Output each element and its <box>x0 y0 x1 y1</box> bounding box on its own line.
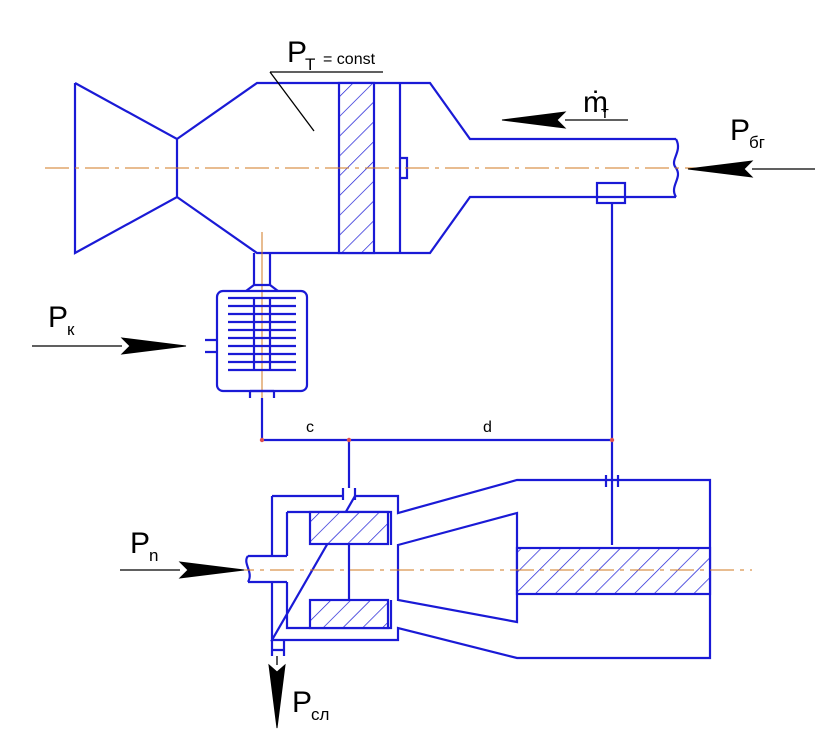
orifice-d <box>604 475 620 487</box>
valve-inlet <box>248 554 287 584</box>
label-d: d <box>483 419 492 436</box>
pbg-arrowhead <box>687 160 754 178</box>
bellows-neck <box>252 253 272 285</box>
pk-arrowhead <box>120 337 187 355</box>
pt-sub: T <box>305 55 315 74</box>
psl-text: P <box>292 686 312 719</box>
pbg-text: P <box>730 114 750 147</box>
sensor-box <box>595 181 627 205</box>
mdot-text: ṁ <box>583 86 608 119</box>
signal-lines: c d <box>259 203 615 545</box>
pk-label: P к <box>32 301 187 355</box>
bellows-outlet <box>248 389 276 398</box>
pk-text: P <box>48 301 68 334</box>
pbg-sub: бг <box>749 133 765 152</box>
pn-arrowhead <box>178 561 245 579</box>
valve-housing <box>270 478 712 660</box>
valve-unit <box>245 475 712 660</box>
psl-sub: сл <box>311 705 329 724</box>
mdot-label: ṁ т <box>501 86 628 129</box>
psl-arrowhead <box>268 663 286 729</box>
node-d <box>609 437 615 443</box>
bellows-convolutions <box>228 296 296 372</box>
node-c-left <box>259 437 265 443</box>
pn-sub: n <box>149 546 158 565</box>
valve-inlet-break <box>245 555 251 583</box>
label-c: c <box>306 419 314 436</box>
valve-spool <box>515 546 712 596</box>
drain-outlet <box>270 640 286 656</box>
pn-text: P <box>130 527 150 560</box>
bellows-unit <box>205 232 309 440</box>
pt-leader <box>269 71 315 132</box>
pk-sub: к <box>67 320 75 339</box>
pt-text: P <box>287 36 307 69</box>
pt-suffix: = const <box>323 51 376 68</box>
pbg-label: P бг <box>687 114 815 178</box>
mdot-sub: т <box>601 103 609 122</box>
bellows-inlet <box>205 338 217 354</box>
bellows-neck-cap <box>245 283 279 292</box>
psl-label: P сл <box>268 656 329 729</box>
pt-label: P T = const <box>269 36 383 132</box>
node-c <box>346 437 352 443</box>
valve-cone <box>396 511 519 624</box>
upper-piston <box>308 510 390 546</box>
mdot-arrowhead <box>501 111 567 129</box>
pn-label: P n <box>120 527 245 579</box>
lower-piston <box>308 598 390 630</box>
